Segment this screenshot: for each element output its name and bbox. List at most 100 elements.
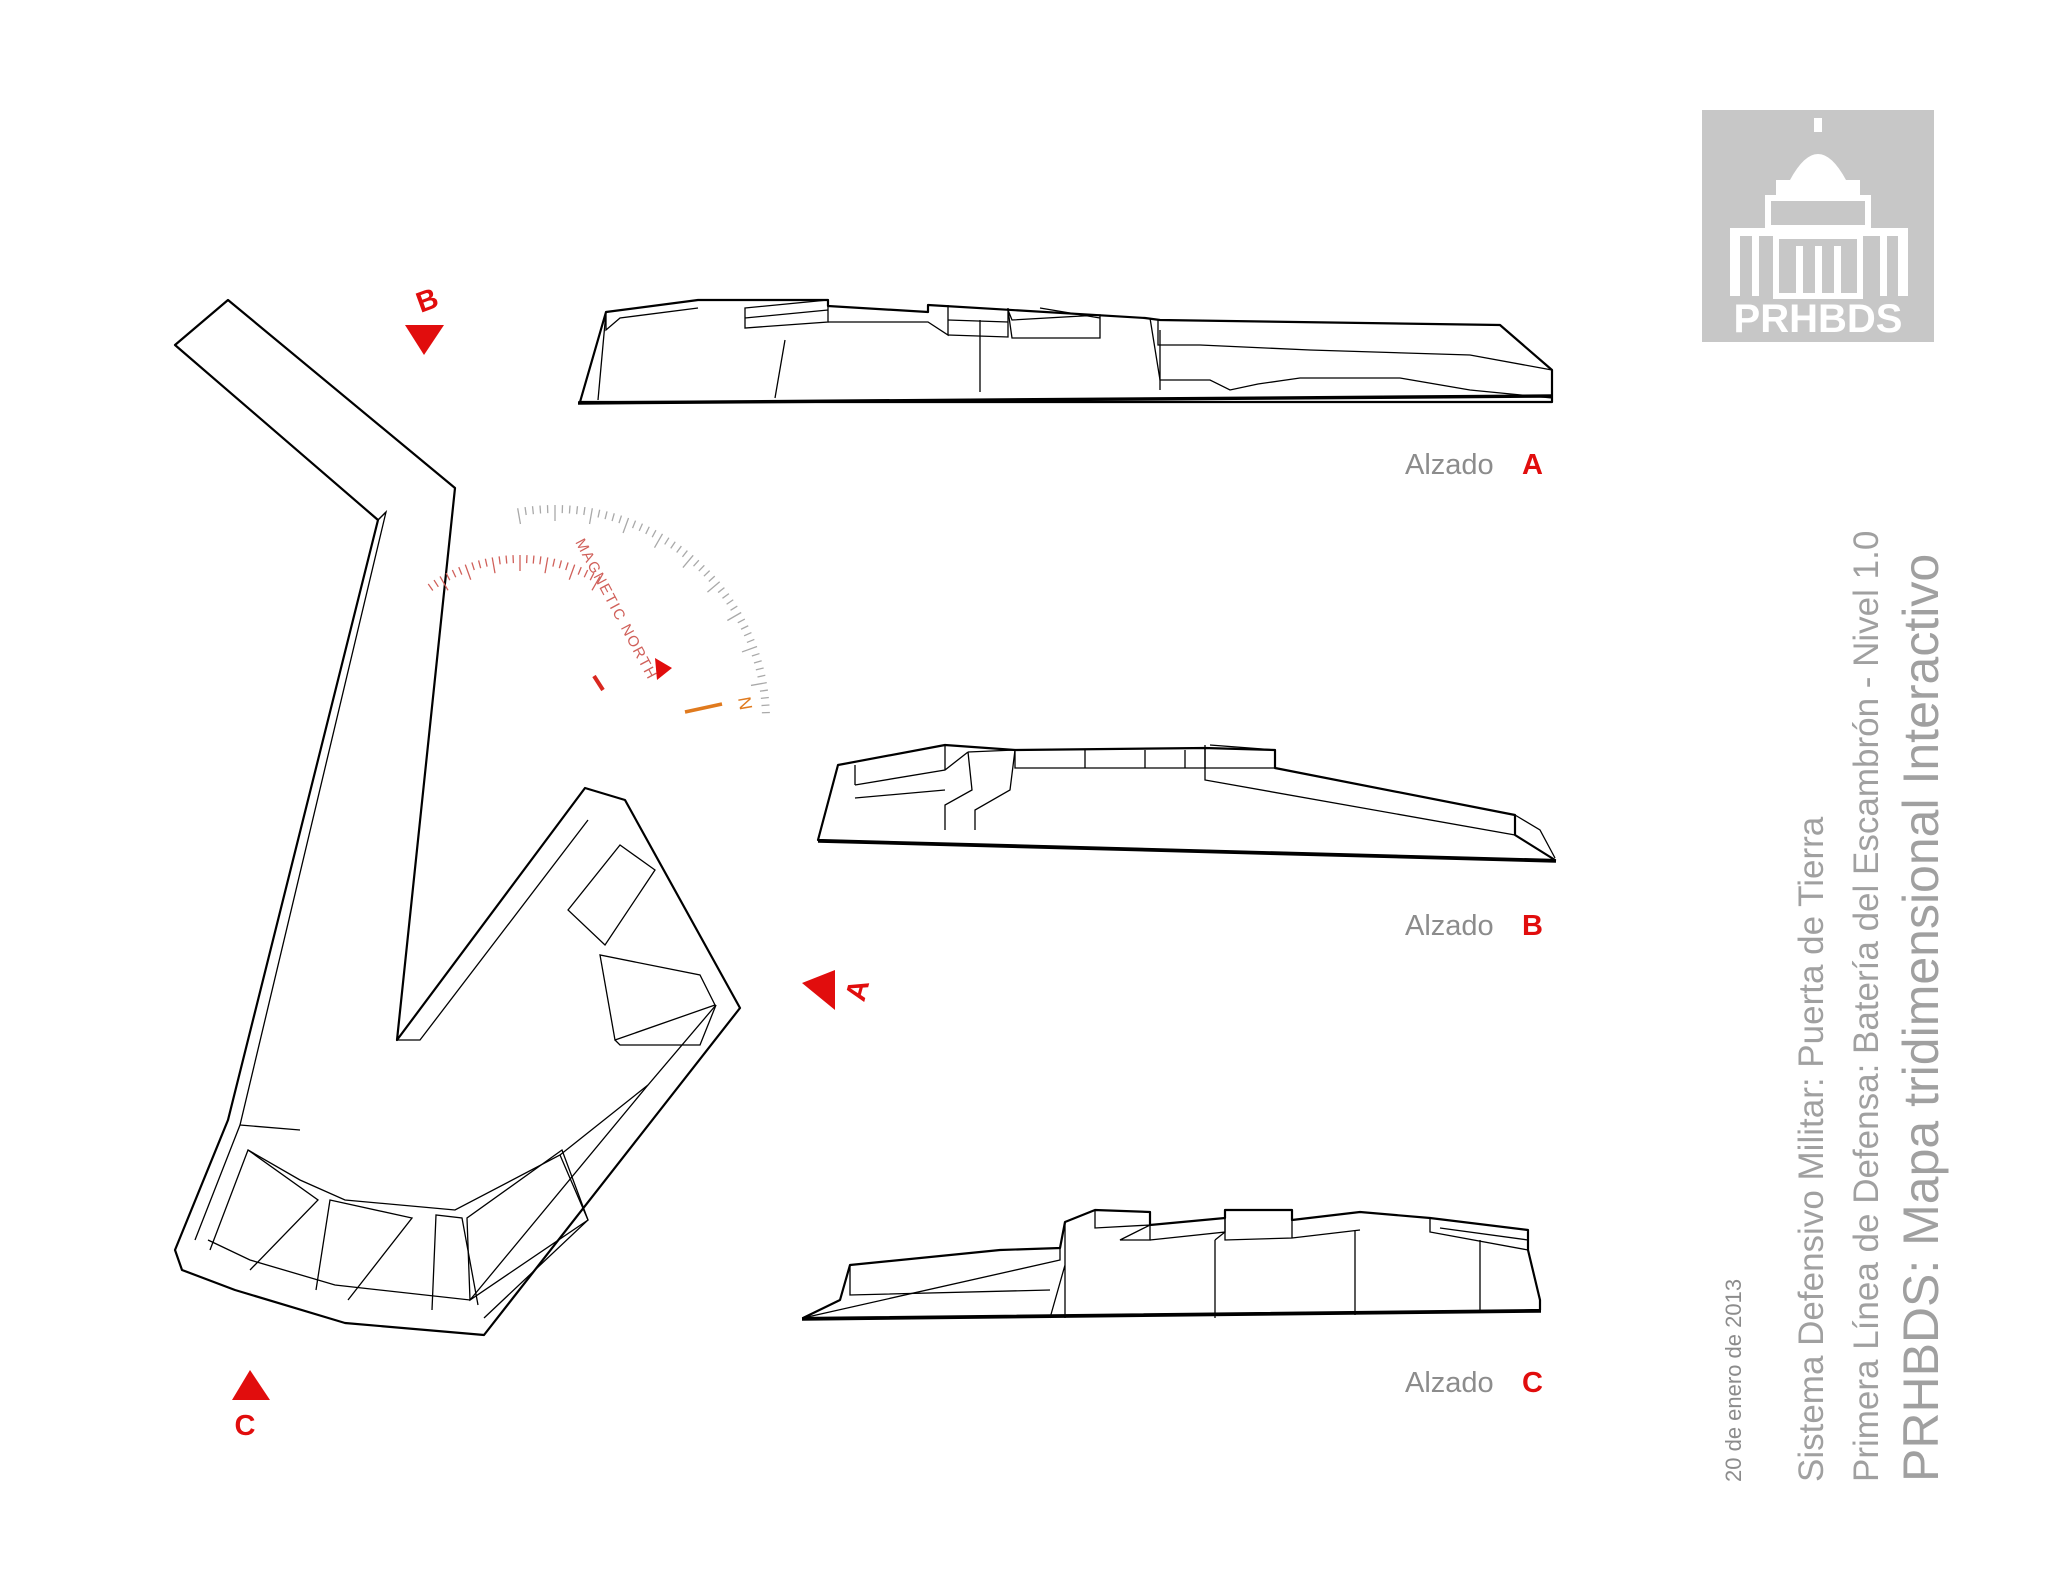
compass-tick [491,557,496,574]
compass-tick [653,533,664,548]
compass-tick [517,508,522,525]
north-compass: MAGNETIC NORTH N [427,505,770,714]
view-marker-a-label: A [840,976,876,1005]
embrasure-6 [567,844,656,947]
compass-tick [484,558,488,567]
compass-tick [611,513,615,522]
elevation-b-caption: Alzado B [1405,910,1543,942]
compass-tick [544,557,549,574]
compass-tick [604,511,608,520]
compass-tick [751,652,760,657]
compass-tick [575,506,579,515]
title-line-2: Primera Línea de Defensa: Batería del Es… [1847,531,1886,1482]
compass-tick [717,587,725,594]
compass-tick [759,689,768,692]
compass-tick [458,566,463,575]
compass-tick [698,564,705,572]
compass-tick [505,555,508,564]
compass-tick [622,517,630,534]
battery-plan [173,298,742,1337]
view-marker-b-label: B [412,282,443,319]
view-marker-c-label: C [235,1410,256,1442]
compass-tick [693,559,700,567]
compass-tick [753,660,762,664]
elevation-a-drawing [577,298,1554,405]
compass-tick [558,560,563,569]
compass-tick [531,506,535,515]
compass-tick [597,509,601,518]
compass-tick [568,505,571,514]
compass-tick [552,558,556,567]
magnetic-north-arrow [655,658,672,680]
compass-tick [471,562,475,571]
compass-tick [451,569,457,578]
magnetic-needle [592,674,605,692]
elevation-b-prefix: Alzado [1405,910,1494,942]
compass-tick [750,682,767,687]
compass-tick [638,523,644,532]
compass-tick [708,575,716,582]
compass-tick [681,550,688,558]
elevation-a-caption: Alzado A [1405,449,1543,481]
compass-tick [722,593,730,599]
compass-tick [726,599,734,605]
view-marker-a: A [802,970,876,1010]
compass-tick [743,631,752,637]
compass-tick [565,562,569,571]
compass-scale [427,505,770,714]
compass-tick [676,545,682,553]
compass-tick [464,564,472,580]
compass-tick [760,696,769,700]
view-marker-c: C [232,1370,270,1442]
logo-text: PRHBDS [1734,297,1903,341]
elevation-a-letter: A [1522,449,1543,481]
compass-tick [589,572,595,581]
compass-tick [583,569,589,578]
compass-tick [568,564,576,580]
title-block: 20 de enero de 2013 Sistema Defensivo Mi… [1721,531,1949,1482]
compass-tick [439,576,449,591]
compass-tick [577,566,582,575]
compass-tick [670,541,676,549]
compass-tick [707,581,721,593]
elevation-c-prefix: Alzado [1405,1367,1494,1399]
compass-tick [433,579,439,588]
plan-outline [173,298,742,1337]
compass-tick [730,605,738,611]
compass-tick [583,507,586,516]
compass-tick [524,507,527,516]
embrasure-5 [599,954,716,1041]
elevation-a-prefix: Alzado [1405,449,1494,481]
title-line-1: Sistema Defensivo Militar: Puerta de Tie… [1792,816,1831,1482]
compass-tick [737,618,746,624]
elevation-c-letter: C [1522,1367,1543,1399]
magnetic-north-label: MAGNETIC NORTH [571,536,660,683]
title-line-3: PRHBDS: Mapa tridimensional Interactivo [1893,554,1949,1482]
compass-tick [532,555,535,564]
embrasure-4 [466,1148,589,1302]
compass-tick [757,674,766,678]
compass-tick [727,611,742,622]
view-marker-b: B [405,282,444,355]
compass-tick [741,645,758,653]
elevation-c-caption: Alzado C [1405,1367,1543,1399]
compass-tick [645,526,650,535]
compass-tick [746,638,755,644]
embrasure-1 [209,1148,319,1271]
compass-tick [755,667,764,671]
compass-tick [539,556,542,565]
compass-tick [498,556,501,565]
elevation-b-letter: B [1522,910,1543,942]
compass-tick [539,505,542,514]
true-north-label: N [734,695,756,711]
elevation-b-drawing [816,743,1557,863]
compass-tick [591,576,601,591]
plot-date: 20 de enero de 2013 [1721,1279,1746,1482]
embrasure-3 [431,1214,479,1311]
embrasure-2 [315,1199,414,1301]
compass-tick [682,554,694,568]
compass-tick [761,704,770,707]
true-north-needle [684,702,723,714]
compass-tick [477,560,482,569]
